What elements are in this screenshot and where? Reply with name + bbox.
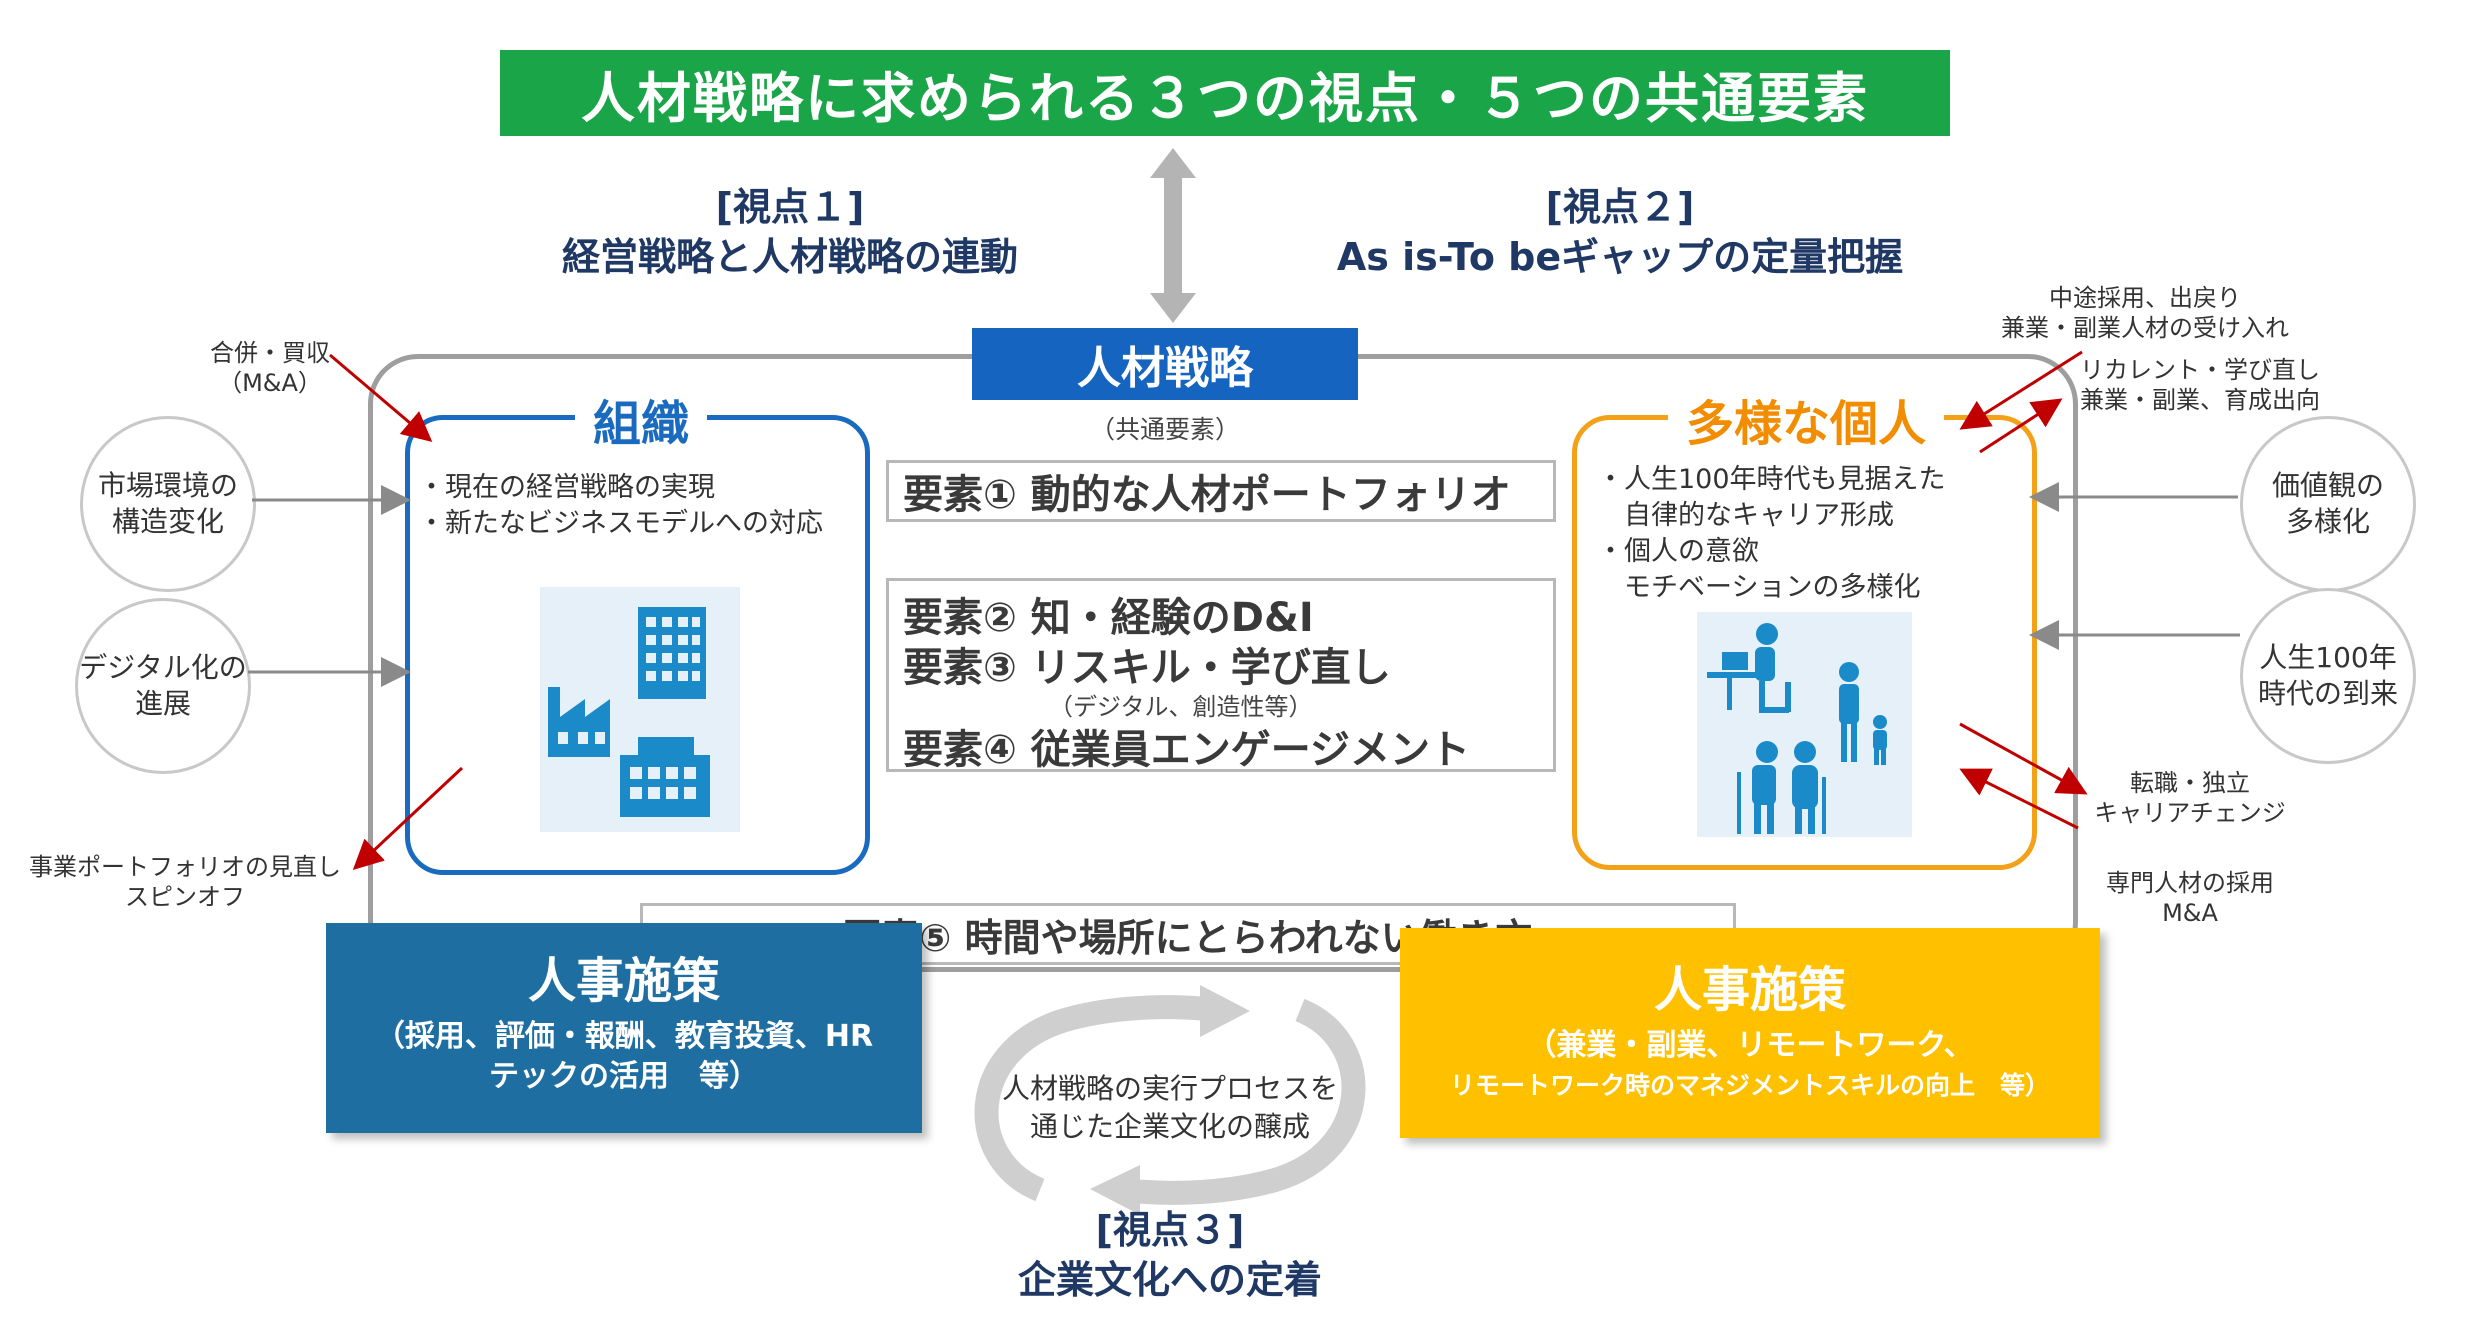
annotation-text: 兼業・副業人材の受け入れ — [2001, 314, 2289, 342]
arrow-recurrent — [1979, 398, 2063, 454]
viewpoint-2-label: [視点２] — [1545, 185, 1695, 229]
job-change-annotation: 転職・独立 キャリアチェンジ — [2070, 768, 2310, 828]
specialist-annotation: 専門人材の採用 M&A — [2090, 868, 2290, 928]
element-2: 要素② 知・経験のD&I — [903, 595, 1314, 641]
cycle-arrows-icon — [974, 985, 1366, 1215]
people-life-stages-icon — [1697, 612, 1912, 837]
individual-title: 多様な個人 — [1668, 384, 1945, 454]
hr-left-sub: テックの活用 等） — [489, 1059, 759, 1094]
element-1-box: 要素① 動的な人材ポートフォリオ — [886, 460, 1556, 522]
hr-left-title: 人事施策 — [527, 953, 720, 1009]
page-title: 人材戦略に求められる３つの視点・５つの共通要素 — [581, 66, 1869, 130]
market-structure-circle: 市場環境の 構造変化 — [80, 416, 256, 592]
individual-bullet: ・人生100年時代も見据えた — [1597, 464, 1946, 495]
circle-text: 時代の到来 — [2257, 677, 2398, 710]
portfolio-annotation: 事業ポートフォリオの見直し スピンオフ — [20, 852, 350, 912]
double-arrow-icon — [1150, 148, 1196, 323]
arrow-mid-career — [1959, 350, 2083, 430]
hr-measures-left: 人事施策 （採用、評価・報酬、教育投資、HR テックの活用 等） — [326, 923, 922, 1133]
organization-title: 組織 — [575, 384, 708, 454]
viewpoint-2-text: As is-To beギャップの定量把握 — [1336, 235, 1904, 279]
life-100-circle: 人生100年 時代の到来 — [2240, 588, 2416, 764]
mid-career-annotation: 中途採用、出戻り 兼業・副業人材の受け入れ — [1985, 283, 2305, 343]
hr-right-sub: （兼業・副業、リモートワーク、 — [1526, 1028, 1974, 1063]
title-banner: 人材戦略に求められる３つの視点・５つの共通要素 — [500, 50, 1950, 136]
strategy-label: 人材戦略 — [972, 328, 1358, 400]
circle-text: 構造変化 — [111, 505, 224, 538]
common-elements-caption: （共通要素） — [1089, 415, 1240, 444]
viewpoint-3-label: [視点３] — [1095, 1208, 1245, 1252]
element-1: 要素① 動的な人材ポートフォリオ — [903, 472, 1511, 518]
cycle-text: 人材戦略の実行プロセスを 通じた企業文化の醸成 — [985, 1070, 1355, 1146]
individual-bullets: ・人生100年時代も見据えた 自律的なキャリア形成 ・個人の意欲 モチベーション… — [1597, 462, 1946, 606]
annotation-text: （M&A） — [218, 369, 322, 397]
annotation-text: スピンオフ — [125, 883, 245, 911]
recurrent-annotation: リカレント・学び直し 兼業・副業、育成出向 — [2060, 355, 2340, 415]
annotation-text: キャリアチェンジ — [2094, 799, 2286, 827]
viewpoint-1: [視点１] 経営戦略と人材戦略の連動 — [480, 182, 1100, 282]
strategy-label-text: 人材戦略 — [1077, 343, 1253, 394]
circle-text: 市場環境の — [97, 469, 238, 502]
elements-2-4-box: 要素② 知・経験のD&I 要素③ リスキル・学び直し （デジタル、創造性等） 要… — [886, 578, 1556, 773]
viewpoint-2: [視点２] As is-To beギャップの定量把握 — [1280, 182, 1960, 282]
viewpoint-1-text: 経営戦略と人材戦略の連動 — [561, 235, 1018, 279]
annotation-text: 転職・独立 — [2130, 769, 2250, 797]
annotation-text: リカレント・学び直し — [2080, 356, 2320, 384]
individual-bullet: 自律的なキャリア形成 — [1597, 500, 1894, 531]
viewpoint-3-text: 企業文化への定着 — [1017, 1258, 1322, 1302]
circle-text: デジタル化の — [79, 651, 247, 684]
organization-bullets: ・現在の経営戦略の実現 ・新たなビジネスモデルへの対応 — [418, 470, 823, 542]
cycle-line: 通じた企業文化の醸成 — [1029, 1110, 1310, 1143]
annotation-text: 中途採用、出戻り — [2049, 284, 2241, 312]
circle-text: 価値観の — [2271, 469, 2384, 502]
viewpoint-3: [視点３] 企業文化への定着 — [940, 1205, 1400, 1305]
organization-bullet: ・現在の経営戦略の実現 — [418, 472, 715, 503]
organization-bullet: ・新たなビジネスモデルへの対応 — [418, 508, 823, 539]
cycle-line: 人材戦略の実行プロセスを — [1001, 1072, 1338, 1105]
circle-text: 人生100年 — [2259, 641, 2397, 674]
circle-text: 進展 — [134, 687, 191, 720]
hr-right-title: 人事施策 — [1653, 962, 1846, 1018]
merger-annotation: 合併・買収 （M&A） — [170, 338, 370, 398]
element-4: 要素④ 従業員エンゲージメント — [903, 727, 1470, 773]
annotation-text: M&A — [2162, 899, 2218, 927]
annotation-text: 兼業・副業、育成出向 — [2080, 386, 2320, 414]
element-3-note: （デジタル、創造性等） — [1049, 693, 1313, 721]
buildings-factory-icon — [540, 587, 740, 832]
arrow-merger — [329, 353, 433, 442]
circle-text: 多様化 — [2285, 505, 2370, 538]
viewpoint-1-label: [視点１] — [715, 185, 865, 229]
arrow-job-change — [1959, 722, 2088, 795]
annotation-text: 事業ポートフォリオの見直し — [29, 853, 341, 881]
hr-measures-right: 人事施策 （兼業・副業、リモートワーク、 リモートワーク時のマネジメントスキルの… — [1400, 928, 2100, 1138]
annotation-text: 合併・買収 — [210, 339, 330, 367]
arrow-specialist — [1959, 768, 2079, 830]
element-3: 要素③ リスキル・学び直し — [903, 645, 1391, 691]
digitalization-circle: デジタル化の 進展 — [75, 598, 251, 774]
individual-bullet: モチベーションの多様化 — [1597, 572, 1921, 603]
annotation-text: 専門人材の採用 — [2106, 869, 2274, 897]
hr-right-sub: リモートワーク時のマネジメントスキルの向上 等） — [1449, 1071, 2050, 1100]
individual-bullet: ・個人の意欲 — [1597, 536, 1759, 567]
hr-left-sub: （採用、評価・報酬、教育投資、HR — [374, 1019, 874, 1054]
arrow-portfolio — [352, 766, 464, 871]
